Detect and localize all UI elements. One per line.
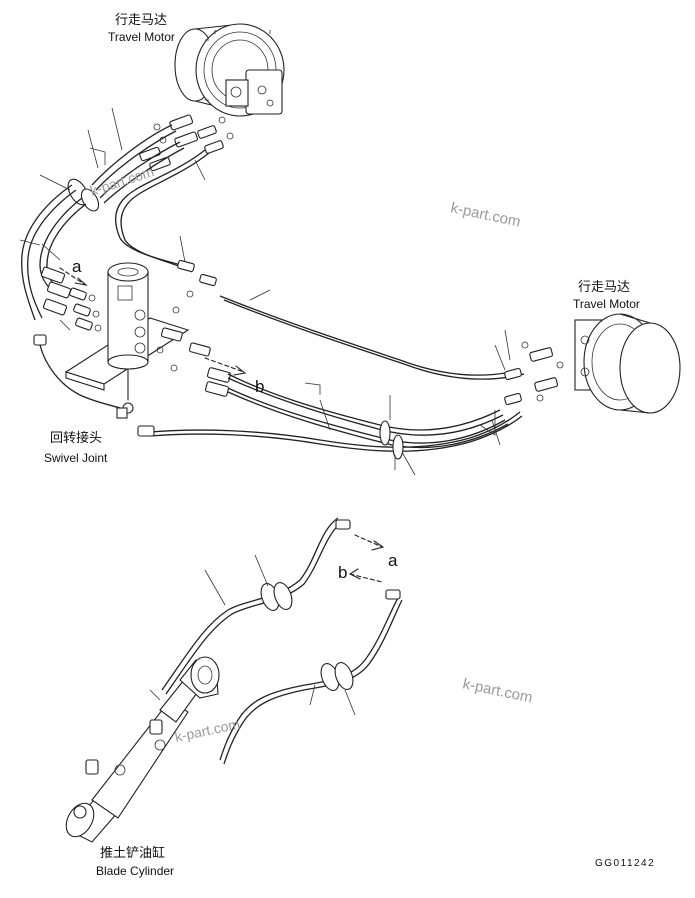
travel-motor-right-zh: 行走马达	[578, 280, 630, 295]
watermark: k-part.com	[173, 716, 241, 745]
leader-lines-upper	[19, 107, 511, 476]
travel-motor-icon	[174, 23, 285, 117]
callout-b-upper-arrow	[204, 357, 247, 376]
swivel-joint-zh: 回转接头	[50, 430, 102, 446]
callout-a-lower-arrow	[354, 534, 385, 551]
blade-cylinder-zh: 推土铲油缸	[100, 845, 165, 861]
swivel-joint-en: Swivel Joint	[44, 451, 108, 465]
blade-hoses	[149, 517, 403, 765]
lower-hoses	[137, 295, 525, 460]
drawing-code: GG011242	[595, 858, 655, 869]
left-fittings	[33, 266, 121, 409]
callout-a-upper: a	[72, 257, 82, 276]
travel-motor-right-en: Travel Motor	[573, 297, 640, 311]
watermark: k-part.com	[88, 163, 156, 199]
callout-b-upper: b	[255, 377, 264, 396]
callout-b-lower-arrow	[348, 568, 383, 583]
watermark: k-part.com	[449, 199, 522, 230]
swivel-right-fittings	[156, 259, 232, 397]
blade-cylinder-icon	[65, 656, 220, 843]
travel-motor-icon	[574, 313, 681, 414]
watermark: k-part.com	[461, 675, 534, 706]
travel-motor-top-en: Travel Motor	[108, 30, 175, 44]
callout-b-lower: b	[338, 563, 347, 582]
blade-cylinder-en: Blade Cylinder	[96, 864, 174, 878]
callout-a-upper-arrow	[59, 267, 88, 286]
right-motor-fittings	[504, 341, 564, 406]
swivel-joint-icon	[64, 262, 190, 419]
callout-a-lower: a	[388, 551, 398, 570]
travel-motor-top-zh: 行走马达	[115, 13, 167, 28]
